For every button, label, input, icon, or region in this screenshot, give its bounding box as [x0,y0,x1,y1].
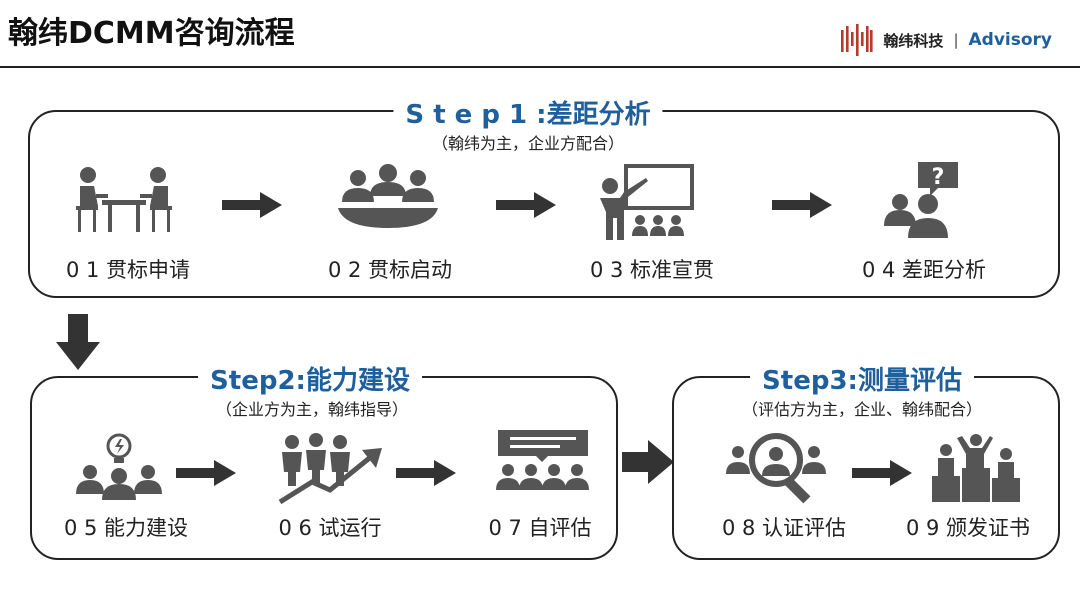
arrow-right-icon [496,192,556,218]
brand-name-en: Advisory [968,30,1053,50]
step-08-label: 0 8 认证评估 [721,516,847,540]
arrow-right-icon [622,440,674,484]
brand-separator: | [953,31,959,49]
step-01-label: 0 1 贯标申请 [65,258,191,282]
presentation-icon [600,164,694,240]
group-kickoff-icon [338,164,438,228]
step1-subtitle: （翰纬为主，企业方配合） [431,134,625,153]
meeting-table-icon [76,167,172,232]
step2-subtitle: （企业方为主，翰纬指导） [215,400,409,419]
header-divider [0,66,1080,68]
svg-text:?: ? [932,165,945,190]
step-02-label: 0 2 贯标启动 [327,258,453,282]
arrow-right-icon [772,192,832,218]
step1-title: S t e p 1 :差距分析 [393,94,663,131]
arrow-right-icon [222,192,282,218]
discussion-group-icon [496,430,589,490]
step2-title: Step2:能力建设 [198,360,422,397]
step-04-label: 0 4 差距分析 [861,258,987,282]
question-people-icon: ? [884,162,958,238]
step3-title: Step3:测量评估 [750,360,974,397]
arrow-right-icon [396,460,456,486]
lightbulb-team-icon [76,433,162,500]
company-logo-icon [841,24,874,56]
step-05-label: 0 5 能力建设 [63,516,189,540]
brand-name-cn: 翰纬科技 [883,31,944,50]
step-09-label: 0 9 颁发证书 [905,516,1031,540]
step-06-label: 0 6 试运行 [278,516,382,540]
page-title: 翰纬DCMM咨询流程 [8,16,295,51]
step3-subtitle: （评估方为主，企业、翰纬配合） [741,400,983,419]
magnifier-people-icon [726,433,826,504]
arrow-down-icon [56,314,100,370]
growth-team-icon [278,433,382,505]
step-07-label: 0 7 自评估 [488,516,592,540]
brand: 翰纬科技 | Advisory [839,22,1052,58]
step-03-label: 0 3 标准宣贯 [589,258,715,282]
podium-winners-icon [932,434,1020,502]
arrow-right-icon [852,460,912,486]
arrow-right-icon [176,460,236,486]
